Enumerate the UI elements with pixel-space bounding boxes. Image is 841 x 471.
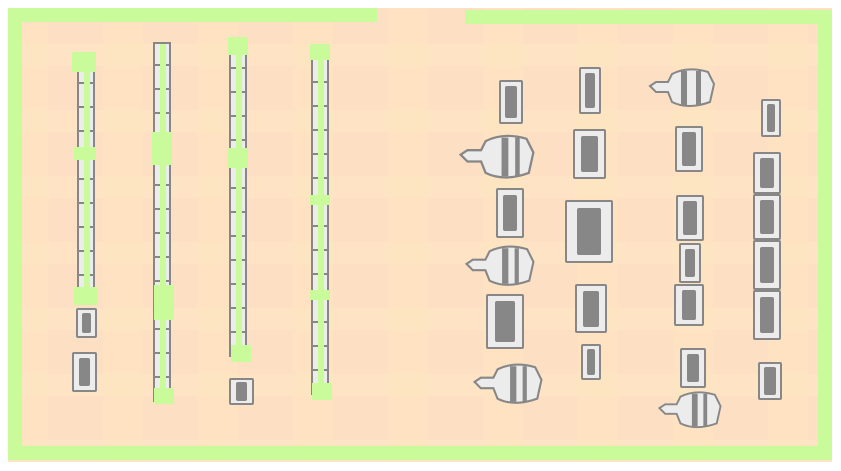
- crate-icon: [76, 308, 97, 338]
- crate-icon: [575, 284, 607, 333]
- rail-cap: [154, 388, 174, 404]
- rail: [311, 55, 329, 395]
- crate-icon: [499, 80, 523, 124]
- turtle-icon[interactable]: [655, 389, 725, 431]
- rail-center-line: [236, 47, 242, 355]
- turtle-icon[interactable]: [648, 66, 716, 110]
- crate-icon: [753, 240, 781, 290]
- crate-icon: [573, 129, 606, 179]
- crate-icon: [72, 352, 97, 392]
- crate-icon: [579, 67, 601, 114]
- rail-cap: [228, 148, 248, 168]
- wall-left: [8, 8, 22, 460]
- crate-icon: [565, 200, 613, 263]
- crate-icon: [229, 378, 254, 405]
- rail: [153, 42, 171, 402]
- wall-bottom: [8, 446, 832, 460]
- wall-top-left: [8, 8, 377, 22]
- crate-icon: [676, 195, 704, 241]
- wall-right: [818, 10, 832, 460]
- crate-icon: [486, 294, 524, 349]
- rail-cap: [228, 37, 248, 55]
- crate-icon: [761, 99, 781, 137]
- crate-icon: [496, 188, 524, 238]
- crate-icon: [581, 344, 601, 380]
- rail-cap: [231, 345, 251, 362]
- crate-icon: [675, 126, 703, 172]
- crate-icon: [680, 348, 706, 388]
- crate-icon: [753, 194, 781, 240]
- rail-center-line: [318, 57, 324, 393]
- wall-top-right: [465, 10, 832, 24]
- rail-cap: [310, 290, 330, 300]
- rail-cap: [72, 52, 96, 72]
- rail-cap: [310, 195, 330, 205]
- turtle-icon[interactable]: [458, 132, 536, 182]
- rail-cap: [154, 285, 174, 320]
- turtle-icon[interactable]: [472, 361, 544, 407]
- turtle-icon[interactable]: [464, 243, 536, 289]
- rail-cap: [152, 132, 172, 165]
- rail-cap: [74, 287, 98, 305]
- rail-cap: [312, 383, 332, 400]
- rail-center-line: [160, 44, 166, 400]
- rail: [229, 45, 247, 357]
- rail-cap: [74, 147, 96, 160]
- crate-icon: [679, 243, 701, 283]
- rail: [77, 60, 95, 300]
- rail-cap: [310, 44, 330, 60]
- crate-icon: [753, 152, 781, 194]
- crate-icon: [758, 362, 782, 400]
- crate-icon: [674, 284, 704, 326]
- rail-center-line: [84, 62, 90, 298]
- crate-icon: [753, 290, 781, 340]
